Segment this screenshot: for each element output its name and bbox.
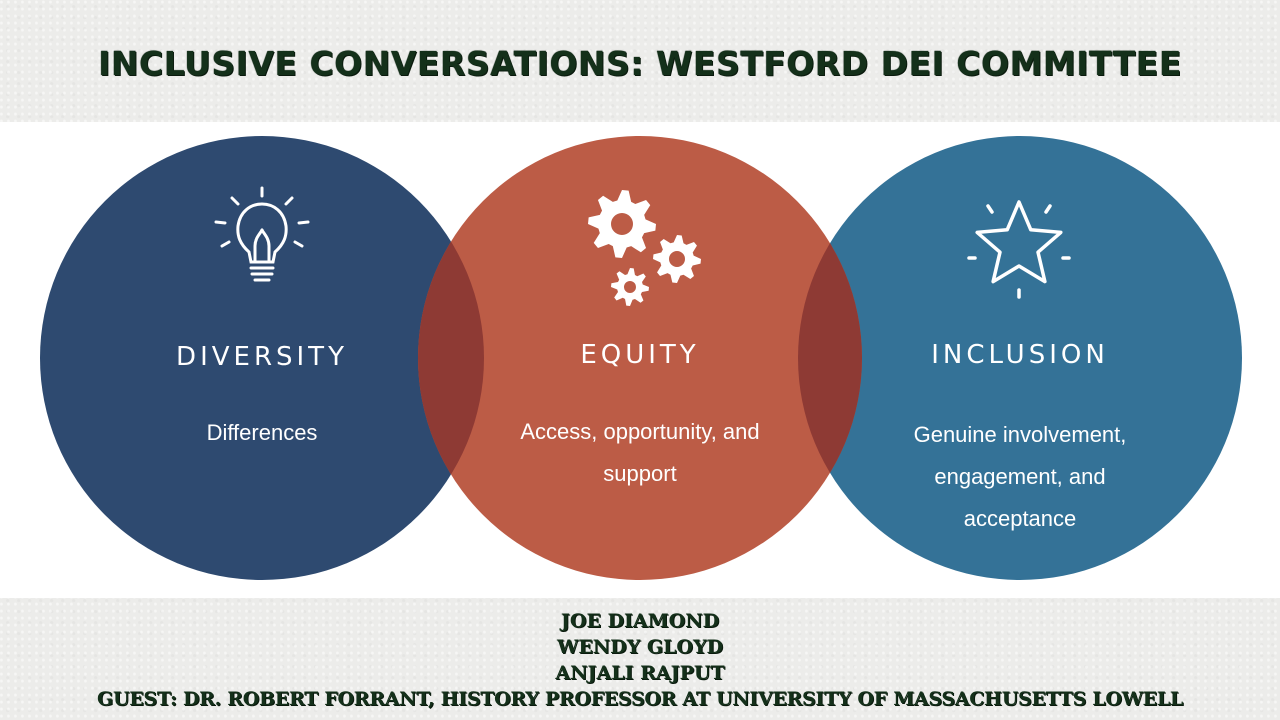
guest-credit: GUEST: DR. ROBERT FORRANT, HISTORY PROFE… xyxy=(97,688,1183,710)
diversity-description-line: Differences xyxy=(206,420,318,445)
equity-description-line: support xyxy=(603,461,677,486)
lightbulb-icon xyxy=(214,186,310,282)
credits: JOE DIAMOND WENDY GLOYD ANJALI RAJPUT GU… xyxy=(0,608,1280,712)
equity-label: EQUITY xyxy=(580,340,700,370)
inclusion-circle xyxy=(798,136,1242,580)
star-icon xyxy=(967,200,1071,299)
diversity-label: DIVERSITY xyxy=(176,342,348,372)
diversity-description: Differences xyxy=(112,412,412,454)
credit-name: WENDY GLOYD xyxy=(556,636,724,658)
gears-icon xyxy=(588,190,701,306)
equity-description: Access, opportunity, and support xyxy=(490,411,790,495)
credit-name: JOE DIAMOND xyxy=(560,610,720,632)
page-title: INCLUSIVE CONVERSATIONS: WESTFORD DEI CO… xyxy=(98,44,1182,83)
inclusion-description-line: acceptance xyxy=(963,506,1077,531)
venn-diagram xyxy=(40,136,1242,580)
gear-shape xyxy=(611,268,649,306)
inclusion-label: INCLUSION xyxy=(931,340,1109,370)
gear-shape xyxy=(588,190,656,258)
inclusion-description-line: Genuine involvement, xyxy=(913,422,1127,447)
diversity-circle xyxy=(40,136,484,580)
inclusion-description-line: engagement, and xyxy=(934,464,1106,489)
credit-name: ANJALI RAJPUT xyxy=(555,662,725,684)
equity-circle xyxy=(418,136,862,580)
equity-description-line: Access, opportunity, and xyxy=(520,419,760,444)
inclusion-description: Genuine involvement, engagement, and acc… xyxy=(870,414,1170,540)
gear-shape xyxy=(653,235,701,283)
